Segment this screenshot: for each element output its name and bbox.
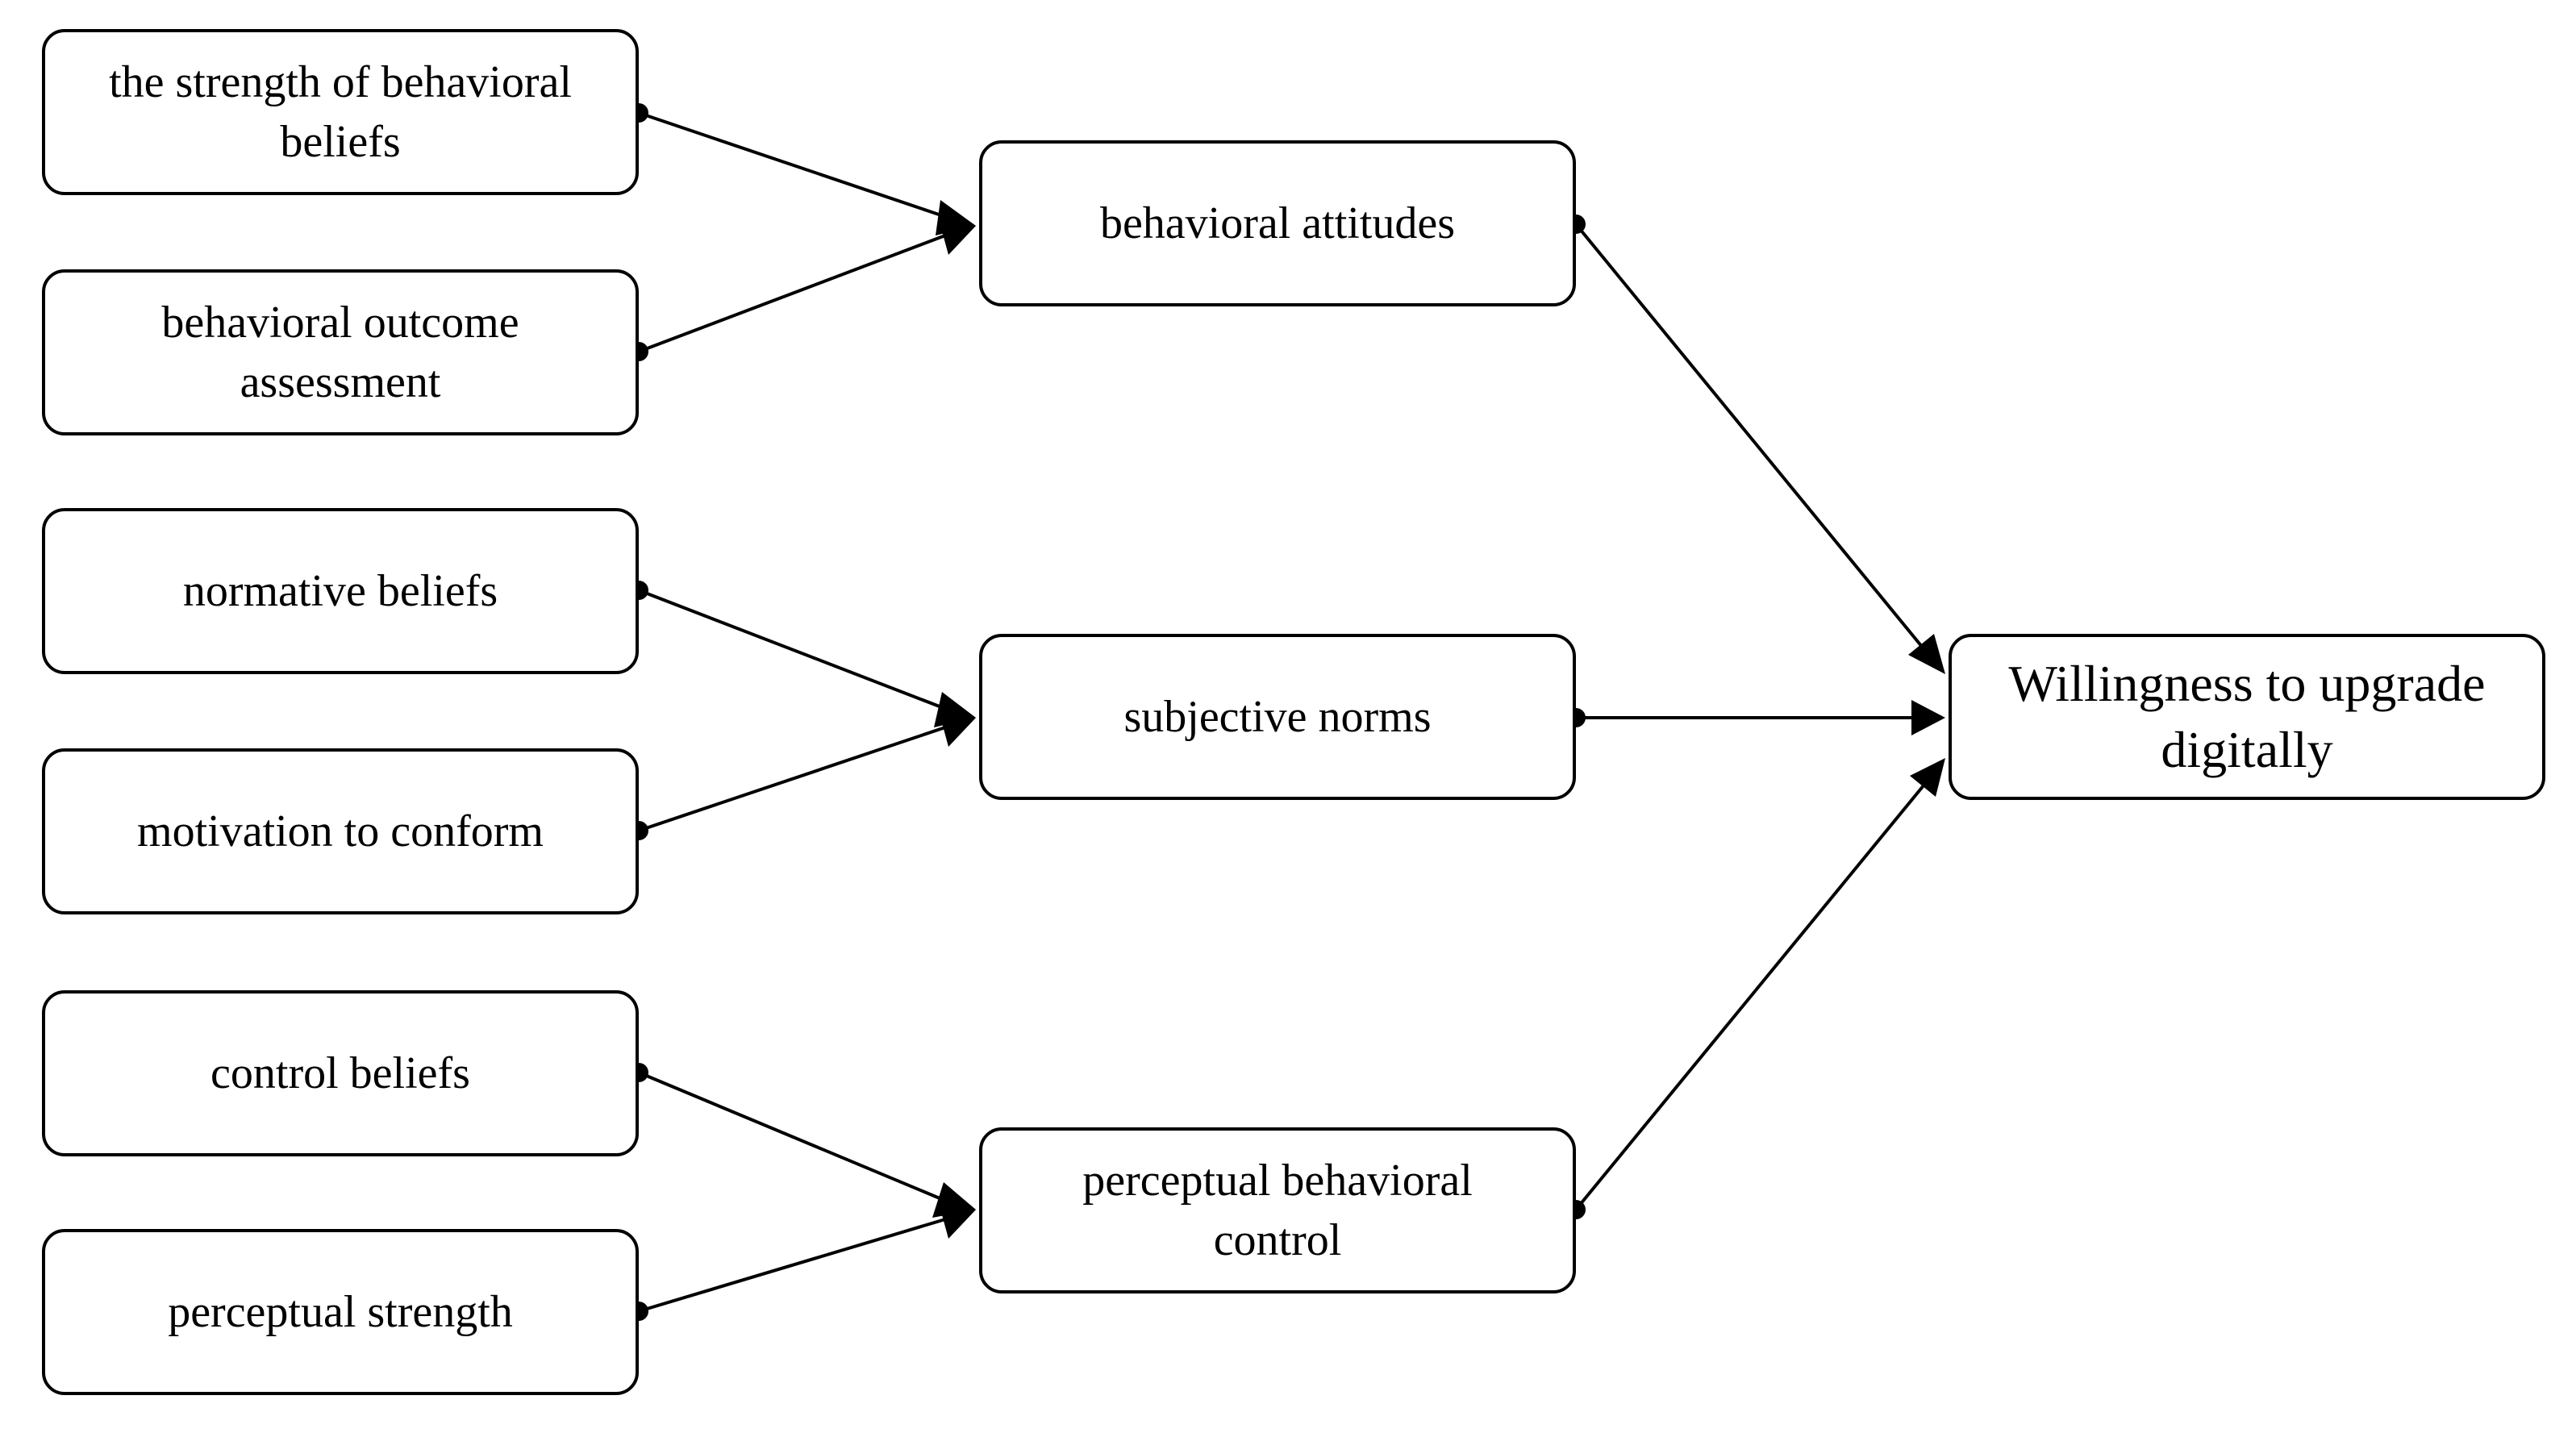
edge-attitudes-to-willingness (1566, 215, 1945, 674)
edge-norms-to-willingness (1566, 700, 1945, 735)
node-subjective-norms: subjective norms (979, 634, 1576, 800)
node-label: behavioral attitudes (1099, 198, 1456, 248)
node-motivation-to-conform: motivation to conform (42, 748, 639, 914)
node-normative-beliefs: normative beliefs (42, 508, 639, 674)
node-label: the strength of behavioral beliefs (109, 57, 572, 167)
node-willingness-to-upgrade-digitally: Willingness to upgrade digitally (1949, 634, 2545, 800)
edge-normative-to-norms (629, 581, 976, 727)
edge-pbc-to-willingness (1566, 758, 1945, 1219)
node-label: subjective norms (1123, 692, 1432, 742)
node-label: Willingness to upgrade digitally (2008, 655, 2486, 778)
node-label: control beliefs (210, 1048, 470, 1098)
node-strength-of-behavioral-beliefs: the strength of behavioral beliefs (42, 29, 639, 195)
node-label: perceptual strength (168, 1287, 513, 1337)
node-control-beliefs: control beliefs (42, 990, 639, 1156)
node-perceptual-behavioral-control: perceptual behavioral control (979, 1127, 1576, 1293)
node-label: perceptual behavioral control (1082, 1156, 1473, 1265)
node-behavioral-outcome-assessment: behavioral outcome assessment (42, 269, 639, 435)
node-behavioral-attitudes: behavioral attitudes (979, 140, 1576, 306)
edge-strength-to-attitudes (629, 103, 976, 235)
node-label: normative beliefs (182, 566, 498, 616)
node-label: behavioral outcome assessment (161, 298, 519, 407)
edge-outcome-to-attitudes (629, 219, 976, 361)
edge-motivation-to-norms (629, 711, 976, 840)
edge-control-to-pbc (629, 1063, 976, 1218)
node-label: motivation to conform (137, 806, 544, 856)
node-perceptual-strength: perceptual strength (42, 1229, 639, 1395)
edge-strength-to-pbc (629, 1203, 976, 1321)
